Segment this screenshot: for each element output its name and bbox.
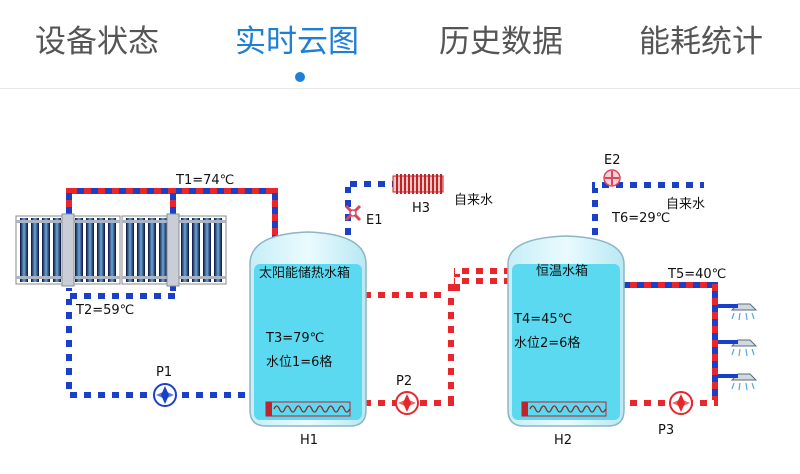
collector-tube xyxy=(126,218,134,282)
tank2-temp: T4=45℃ xyxy=(513,312,572,327)
collector-tube xyxy=(214,218,222,282)
pump-p1-icon[interactable] xyxy=(153,383,177,407)
tab-bar: 设备状态 实时云图 历史数据 能耗统计 xyxy=(0,0,800,89)
heater-fin xyxy=(396,174,398,194)
tank1-name: 太阳能储热水箱 xyxy=(259,265,350,281)
transfer-pipes xyxy=(366,268,510,406)
tab-realtime-diagram[interactable]: 实时云图 xyxy=(235,24,359,60)
tank2-name: 恒温水箱 xyxy=(536,263,588,279)
heater-h3-icon xyxy=(392,174,444,194)
label-t5: T5=40℃ xyxy=(667,267,726,282)
collector-tube xyxy=(42,218,50,282)
tank1-temp: T3=79℃ xyxy=(265,331,324,346)
collector-tube xyxy=(159,218,167,282)
heater-fin xyxy=(440,174,442,194)
label-h3: H3 xyxy=(412,201,430,216)
collector-tube xyxy=(192,218,200,282)
heater-fin xyxy=(436,174,438,194)
label-t1: T1=74℃ xyxy=(175,173,234,188)
heater-fin xyxy=(424,174,426,194)
heater-fin xyxy=(420,174,422,194)
shower-branch-pipes xyxy=(718,304,738,378)
collector-tube xyxy=(203,218,211,282)
label-t6: T6=29℃ xyxy=(611,211,670,226)
collector-tube xyxy=(86,218,94,282)
label-h2: H2 xyxy=(554,433,572,448)
label-e1: E1 xyxy=(366,213,383,228)
label-tap-water-2: 自来水 xyxy=(666,197,705,212)
heater-fin xyxy=(428,174,430,194)
heater-fin xyxy=(412,174,414,194)
active-tab-indicator xyxy=(295,72,305,82)
heater-fin xyxy=(432,174,434,194)
tank1-level: 水位1=6格 xyxy=(266,354,332,370)
collector-tube xyxy=(97,218,105,282)
label-p3: P3 xyxy=(658,423,674,438)
tap-water-pipe-2 xyxy=(592,182,704,250)
pump-p2-icon[interactable] xyxy=(395,391,419,415)
valve-e1-icon[interactable] xyxy=(344,204,362,222)
tab-device-status[interactable]: 设备状态 xyxy=(35,24,159,60)
label-h1: H1 xyxy=(300,433,318,448)
label-p1: P1 xyxy=(156,365,172,380)
valve-e2-icon[interactable] xyxy=(603,169,621,187)
label-tap-water-1: 自来水 xyxy=(454,193,493,208)
heater-fin xyxy=(416,174,418,194)
tank2-level: 水位2=6格 xyxy=(514,335,580,351)
tab-history-data[interactable]: 历史数据 xyxy=(439,24,563,60)
label-t2: T2=59℃ xyxy=(75,303,134,318)
collector-tube xyxy=(108,218,116,282)
collector-tube xyxy=(53,218,61,282)
collector-tube xyxy=(75,218,83,282)
collector-tube xyxy=(31,218,39,282)
output-pipes xyxy=(624,282,718,406)
heater-fin xyxy=(408,174,410,194)
solar-collector-left xyxy=(15,213,121,287)
collector-tube xyxy=(181,218,189,282)
solar-collector-right xyxy=(121,213,227,287)
label-e2: E2 xyxy=(604,153,621,168)
tab-energy-stats[interactable]: 能耗统计 xyxy=(639,24,763,60)
collector-tube xyxy=(137,218,145,282)
collector-tube xyxy=(20,218,28,282)
solar-storage-tank xyxy=(249,231,367,427)
pump-p3-icon[interactable] xyxy=(669,391,693,415)
collector-tube xyxy=(148,218,156,282)
heater-fin xyxy=(404,174,406,194)
label-p2: P2 xyxy=(396,374,412,389)
heater-fin xyxy=(400,174,402,194)
system-diagram: T1=74℃ T2=59℃ P1 H1 P2 E1 H3 自来水 E2 T6=2… xyxy=(0,88,800,470)
constant-temp-tank xyxy=(507,235,625,427)
